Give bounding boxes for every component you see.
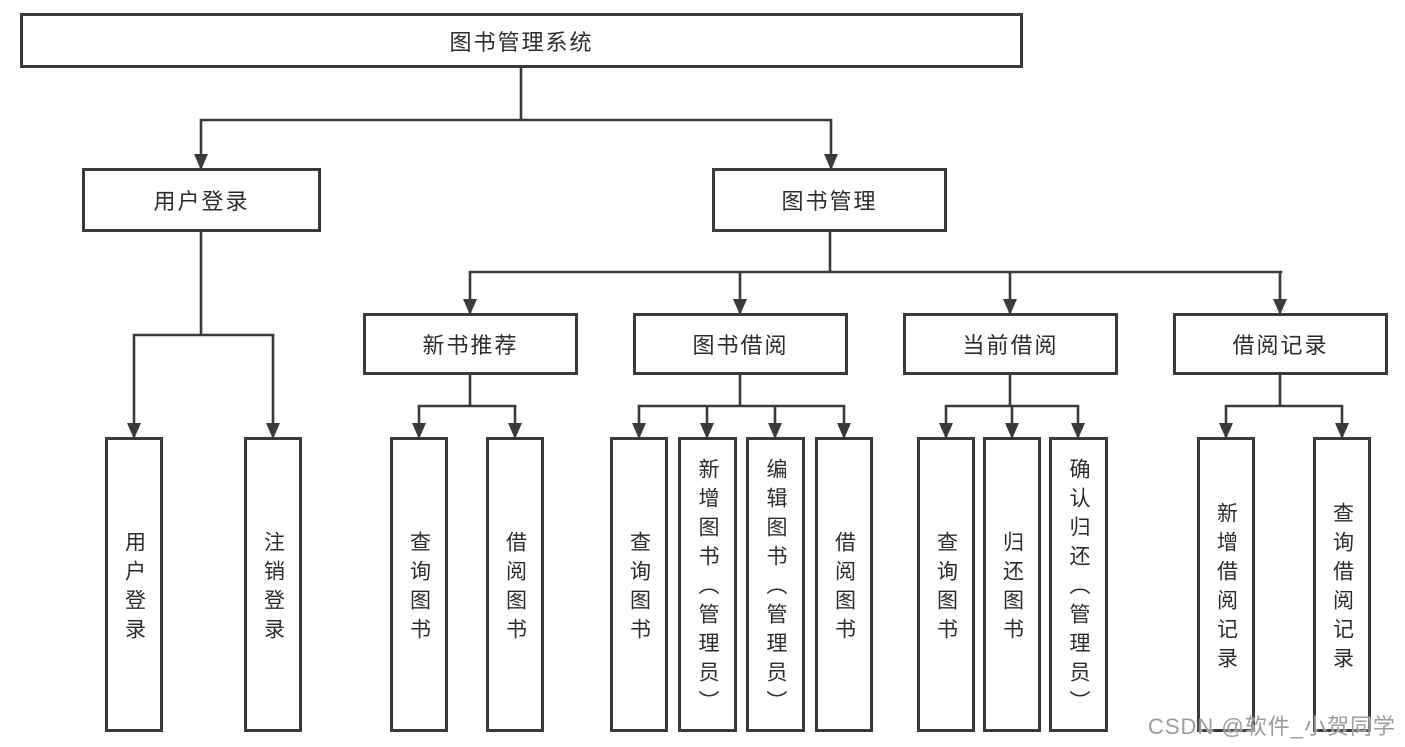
node-root: 图书管理系统 <box>20 13 1023 68</box>
leaf-logout-label: 注销登录 <box>261 530 285 647</box>
leaf-borrow-query-books-label: 查询图书 <box>627 530 651 647</box>
node-book-management-label: 图书管理 <box>781 189 878 214</box>
node-root-label: 图书管理系统 <box>449 29 594 55</box>
node-user-login: 用户登录 <box>82 168 321 232</box>
node-book-borrow-label: 图书借阅 <box>692 333 789 358</box>
leaf-newbook-borrow-books: 借阅图书 <box>486 437 544 732</box>
leaf-borrow-edit-books-admin: 编辑图书（管理员） <box>746 437 805 732</box>
leaf-newbook-query-books: 查询图书 <box>390 437 448 732</box>
leaf-record-query-borrow-record-label: 查询借阅记录 <box>1330 501 1354 676</box>
node-book-management: 图书管理 <box>712 168 947 232</box>
leaf-record-add-borrow-record: 新增借阅记录 <box>1197 437 1255 732</box>
leaf-current-confirm-return-admin: 确认归还（管理员） <box>1049 437 1108 732</box>
node-book-borrow: 图书借阅 <box>633 313 848 375</box>
node-new-book-recommend: 新书推荐 <box>363 313 578 375</box>
leaf-borrow-query-books: 查询图书 <box>610 437 668 732</box>
leaf-newbook-query-books-label: 查询图书 <box>407 530 431 647</box>
leaf-current-query-books: 查询图书 <box>917 437 975 732</box>
leaf-borrow-add-books-admin: 新增图书（管理员） <box>678 437 737 732</box>
leaf-borrow-edit-books-admin-label: 编辑图书（管理员） <box>764 458 787 719</box>
leaf-record-add-borrow-record-label: 新增借阅记录 <box>1214 501 1238 676</box>
leaf-borrow-add-books-admin-label: 新增图书（管理员） <box>696 458 719 719</box>
leaf-current-query-books-label: 查询图书 <box>934 530 958 647</box>
node-new-book-recommend-label: 新书推荐 <box>422 333 519 358</box>
node-current-borrow: 当前借阅 <box>903 313 1118 375</box>
leaf-current-return-books-label: 归还图书 <box>1000 530 1024 647</box>
node-borrow-record: 借阅记录 <box>1173 313 1388 375</box>
leaf-borrow-borrow-books: 借阅图书 <box>815 437 873 732</box>
csdn-watermark: CSDN @软件_小贺同学 <box>1147 714 1396 739</box>
node-current-borrow-label: 当前借阅 <box>962 333 1059 358</box>
leaf-newbook-borrow-books-label: 借阅图书 <box>503 530 527 647</box>
leaf-user-login: 用户登录 <box>105 437 163 732</box>
node-borrow-record-label: 借阅记录 <box>1232 333 1329 358</box>
leaf-current-confirm-return-admin-label: 确认归还（管理员） <box>1067 458 1090 719</box>
leaf-borrow-borrow-books-label: 借阅图书 <box>832 530 856 647</box>
node-user-login-label: 用户登录 <box>153 189 250 214</box>
leaf-logout: 注销登录 <box>244 437 302 732</box>
leaf-current-return-books: 归还图书 <box>983 437 1041 732</box>
leaf-user-login-label: 用户登录 <box>122 530 146 647</box>
leaf-record-query-borrow-record: 查询借阅记录 <box>1313 437 1371 732</box>
